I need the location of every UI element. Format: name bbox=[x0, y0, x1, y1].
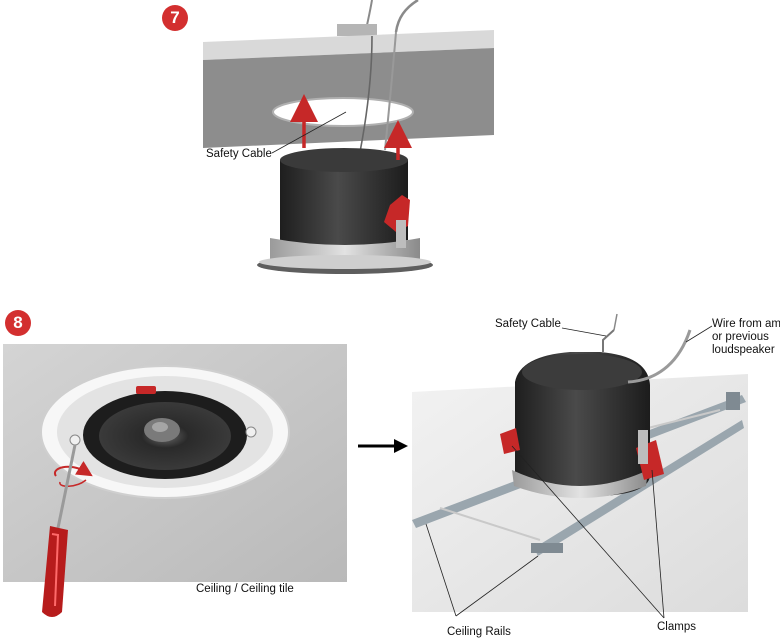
label-leader bbox=[271, 111, 347, 154]
step-badge-8: 8 bbox=[5, 310, 31, 336]
right-arrow-icon bbox=[358, 439, 408, 453]
screwdriver-icon bbox=[42, 526, 68, 617]
label-leader bbox=[511, 445, 665, 619]
cable-wire bbox=[394, 0, 419, 33]
label-leader bbox=[561, 327, 607, 337]
speaker-wire bbox=[627, 329, 692, 384]
speaker-can bbox=[280, 153, 408, 246]
rotate-arrow-icon bbox=[53, 460, 93, 477]
screw bbox=[69, 434, 81, 446]
ceiling-tile-label: Ceiling / Ceiling tile bbox=[196, 583, 294, 595]
safety-cable-label-step7: Safety Cable bbox=[206, 148, 272, 160]
safety-cable bbox=[602, 329, 615, 352]
junction-box bbox=[337, 24, 377, 36]
ceiling-hole bbox=[272, 97, 414, 127]
safety-cable-label-step8: Safety Cable bbox=[495, 318, 561, 330]
step8-left-illustration bbox=[3, 344, 347, 617]
safety-cable bbox=[359, 35, 373, 153]
red-clamp bbox=[500, 428, 520, 454]
label-leader bbox=[455, 555, 539, 617]
ceiling-slab-top bbox=[203, 30, 494, 60]
clamps-label: Clamps bbox=[657, 621, 696, 633]
wire-label: Wire from amp or previous loudspeaker bbox=[712, 318, 780, 356]
speaker-trim-ring bbox=[512, 470, 648, 498]
step7-illustration bbox=[203, 0, 494, 274]
label-leader bbox=[651, 469, 665, 619]
screwdriver-shaft bbox=[56, 444, 77, 529]
screw bbox=[245, 426, 257, 438]
speaker-can bbox=[515, 352, 650, 496]
label-leader bbox=[425, 523, 457, 617]
label-leader bbox=[685, 325, 713, 343]
step-badge-7: 7 bbox=[162, 5, 188, 31]
red-tab bbox=[136, 386, 156, 394]
ceiling-rails-label: Ceiling Rails bbox=[447, 626, 511, 638]
step8-right-illustration bbox=[412, 313, 748, 619]
rail-bracket bbox=[531, 543, 563, 553]
rail-bracket bbox=[726, 392, 740, 410]
